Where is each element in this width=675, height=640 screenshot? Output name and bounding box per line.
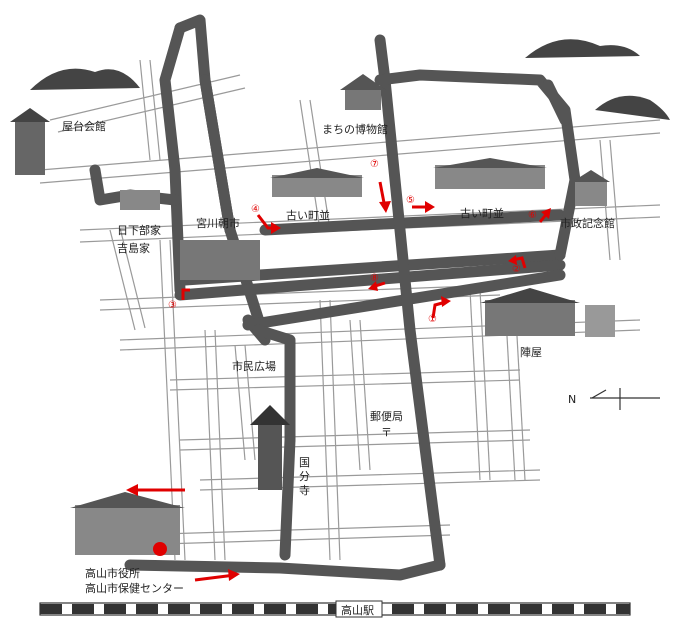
- label-shimin-hiroba: 市民広場: [232, 359, 276, 373]
- street-grid: [39, 59, 661, 561]
- route-step-3: ③: [168, 300, 177, 311]
- railway-track: [39, 602, 631, 616]
- route-step-2: ②: [512, 264, 521, 275]
- route-step-6: ⑥: [528, 210, 537, 221]
- station-label: 高山駅: [341, 603, 374, 617]
- label-kokubunji-3: 寺: [299, 484, 310, 497]
- mountain-icon: [30, 39, 670, 120]
- label-jinya: 陣屋: [520, 346, 542, 359]
- route-step-8: ⑧: [370, 273, 379, 284]
- label-health-center: 高山市保健センター: [85, 581, 184, 595]
- label-kokubunji-1: 国: [299, 456, 310, 469]
- route-step-1: ①: [428, 314, 437, 325]
- route-step-4: ④: [251, 204, 260, 215]
- shisei-kinenkan-building-icon: [572, 170, 610, 206]
- label-kusakabe-house: 日下部家: [117, 223, 161, 237]
- compass-north-label: N: [568, 393, 576, 406]
- current-location-marker: [153, 542, 167, 556]
- route-step-5: ⑤: [406, 195, 415, 206]
- compass-icon: [590, 388, 660, 410]
- old-townhouse-icon-east: [433, 158, 547, 189]
- kusakabe-building-icon: [120, 190, 160, 210]
- label-furui-machinami-west: 古い町並: [286, 208, 330, 222]
- label-city-office: 高山市役所: [85, 566, 140, 580]
- machi-museum-building-icon: [340, 74, 386, 110]
- label-post-office: 郵便局: [370, 410, 403, 423]
- yatai-float-icon: [10, 108, 50, 175]
- kokubunji-pagoda-icon: [250, 405, 290, 490]
- jinya-building-icon: [480, 288, 615, 337]
- label-yoshijima-house: 吉島家: [117, 241, 150, 255]
- label-yatai-kaikan: 屋台会館: [62, 119, 106, 133]
- label-furui-machinami-east: 古い町並: [460, 206, 504, 220]
- post-office-mark: 〒: [381, 426, 392, 439]
- label-miyagawa-market: 宮川朝市: [196, 216, 240, 230]
- label-kokubunji-2: 分: [299, 470, 310, 483]
- old-townhouse-icon-west: [270, 168, 364, 197]
- city-office-building-icon: [70, 492, 185, 555]
- route-step-7: ⑦: [370, 159, 379, 170]
- market-stall-icon: [180, 240, 260, 280]
- label-machi-museum: まちの博物館: [322, 122, 388, 136]
- station-label-box: [335, 600, 383, 618]
- route-direction-arrows: [126, 181, 551, 582]
- label-shisei-kinenkan: 市政記念館: [560, 216, 615, 230]
